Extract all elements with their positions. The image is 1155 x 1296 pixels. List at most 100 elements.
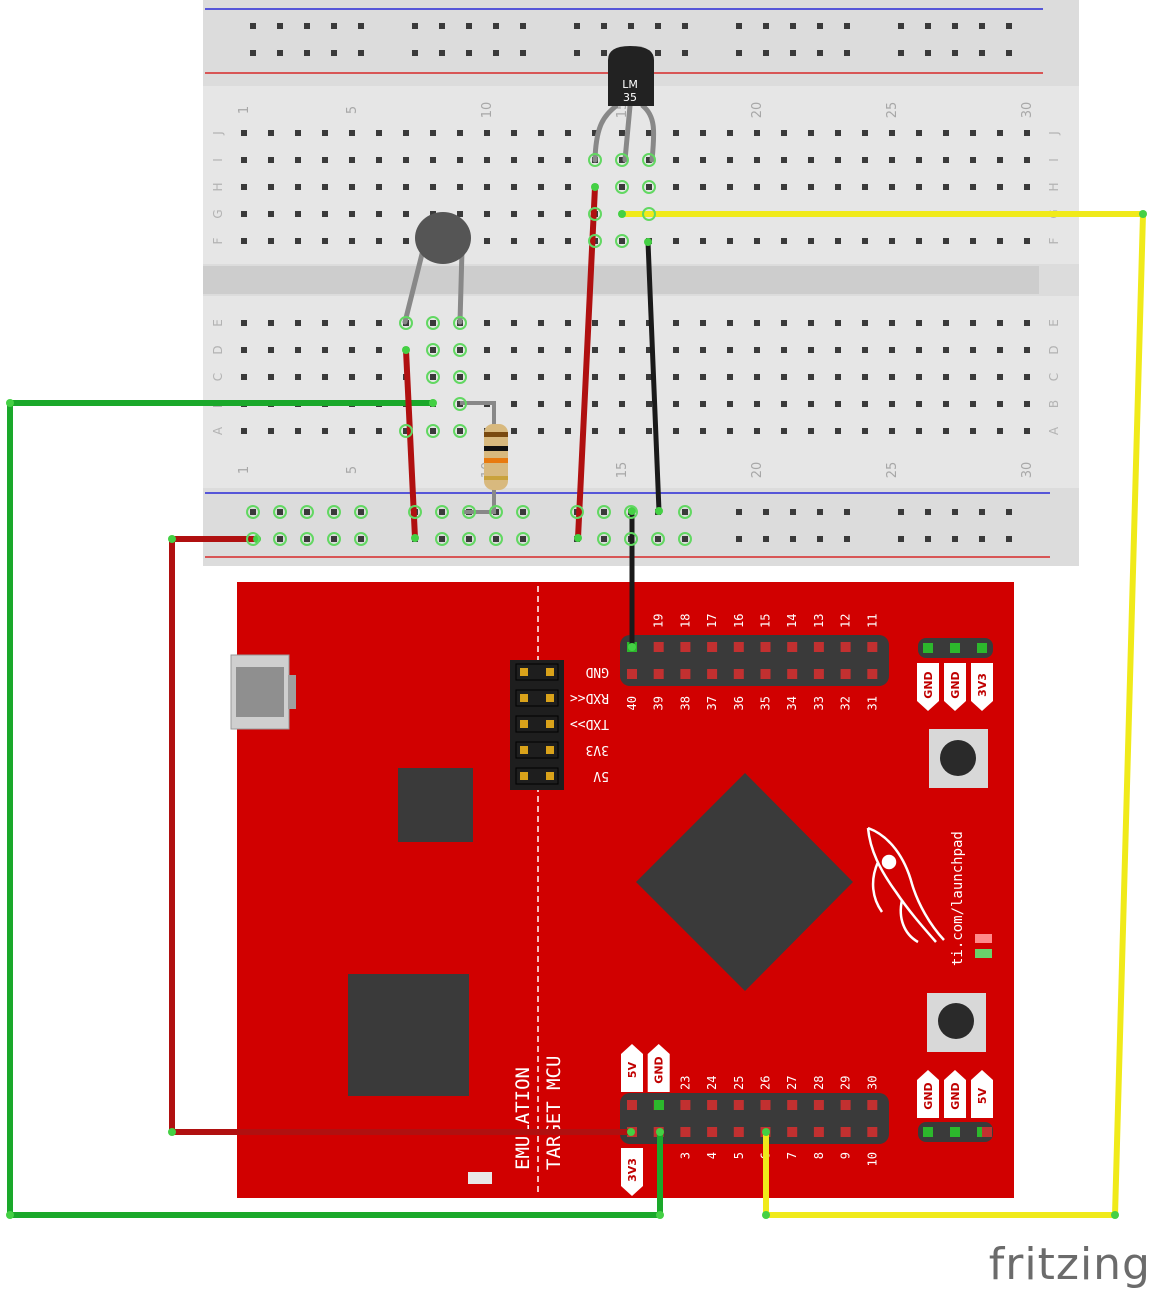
row-label: D — [1047, 345, 1061, 354]
power-flag-label: GND — [653, 1056, 666, 1083]
breadboard-hole — [619, 347, 625, 353]
rail-hole — [925, 509, 931, 515]
pin-label: 31 — [865, 696, 879, 710]
breadboard-hole — [781, 347, 787, 353]
breadboard-hole — [646, 401, 652, 407]
breadboard-hole — [322, 347, 328, 353]
active-hole-highlight — [651, 532, 665, 546]
reset-button-top[interactable] — [929, 729, 988, 788]
rail-hole — [250, 509, 256, 515]
breadboard-hole — [835, 157, 841, 163]
pin-label: 34 — [785, 696, 799, 710]
column-label: 1 — [237, 466, 252, 474]
breadboard-hole — [754, 238, 760, 244]
breadboard-hole — [349, 428, 355, 434]
breadboard-hole — [808, 320, 814, 326]
active-hole-highlight — [426, 343, 440, 357]
active-hole-highlight — [426, 370, 440, 384]
breadboard-hole — [970, 130, 976, 136]
rail-hole — [466, 23, 472, 29]
breadboard-hole — [565, 130, 571, 136]
breadboard-hole — [241, 130, 247, 136]
breadboard-hole — [511, 347, 517, 353]
breadboard-hole — [916, 428, 922, 434]
sensor-label-line2: 35 — [623, 91, 637, 104]
breadboard-hole — [835, 320, 841, 326]
active-hole-highlight — [462, 505, 476, 519]
breadboard-hole — [538, 238, 544, 244]
rail-hole — [439, 536, 445, 542]
breadboard-hole — [673, 238, 679, 244]
breadboard-hole — [862, 157, 868, 163]
breadboard-hole — [916, 347, 922, 353]
rail-hole — [817, 536, 823, 542]
row-label: D — [211, 345, 225, 354]
rail-hole — [331, 50, 337, 56]
breadboard-hole — [997, 184, 1003, 190]
breadboard-hole — [781, 130, 787, 136]
rail-hole — [1006, 509, 1012, 515]
breadboard-hole — [781, 157, 787, 163]
header-pin — [813, 1100, 824, 1110]
breadboard-hole — [430, 130, 436, 136]
rail-hole — [331, 509, 337, 515]
breadboard-hole — [565, 401, 571, 407]
pin-label: 10 — [865, 1152, 879, 1166]
usb-connector — [230, 654, 296, 730]
rail-hole — [1006, 50, 1012, 56]
breadboard-hole — [376, 347, 382, 353]
breadboard-hole — [295, 428, 301, 434]
breadboard-hole — [430, 320, 436, 326]
breadboard-hole — [781, 401, 787, 407]
pin-label: 27 — [785, 1076, 799, 1090]
row-label: H — [211, 182, 225, 191]
active-hole-highlight — [453, 397, 467, 411]
breadboard-hole — [862, 374, 868, 380]
rail-hole — [628, 23, 634, 29]
breadboard-hole — [889, 347, 895, 353]
power-flag-label: GND — [922, 1082, 935, 1109]
rail-hole — [925, 536, 931, 542]
breadboard-hole — [241, 157, 247, 163]
breadboard-hole — [430, 347, 436, 353]
breadboard-hole — [673, 130, 679, 136]
header-pin — [627, 1100, 637, 1110]
target-mcu-chip — [636, 773, 853, 991]
rail-hole — [250, 23, 256, 29]
ceramic-thermistor — [402, 212, 471, 325]
rail-hole — [682, 50, 688, 56]
active-hole-highlight — [462, 532, 476, 546]
uart-label: TXD>> — [570, 716, 609, 731]
wire-endpoint — [762, 1128, 770, 1136]
breadboard-hole — [727, 428, 733, 434]
rail-hole — [736, 509, 742, 515]
breadboard-hole — [349, 320, 355, 326]
breadboard-hole — [889, 320, 895, 326]
active-hole-highlight — [489, 532, 503, 546]
breadboard-hole — [619, 374, 625, 380]
rail-hole — [979, 509, 985, 515]
rail-hole — [763, 50, 769, 56]
led-green — [975, 949, 992, 958]
breadboard-hole — [376, 428, 382, 434]
row-label: H — [1047, 182, 1061, 191]
breadboard-hole — [1024, 157, 1030, 163]
breadboard-hole — [295, 347, 301, 353]
header-pin — [733, 669, 744, 679]
pin-label: 17 — [705, 614, 719, 628]
breadboard-hole — [376, 238, 382, 244]
breadboard-hole — [943, 238, 949, 244]
active-hole-highlight — [615, 180, 629, 194]
breadboard-hole — [457, 374, 463, 380]
breadboard-hole — [862, 238, 868, 244]
wire-endpoint — [627, 1128, 635, 1136]
wire-endpoint — [618, 210, 626, 218]
breadboard-hole — [1024, 374, 1030, 380]
breadboard-hole — [646, 374, 652, 380]
breadboard-hole — [808, 184, 814, 190]
breadboard-hole — [727, 347, 733, 353]
header-pin — [733, 1100, 744, 1110]
breadboard-hole — [916, 184, 922, 190]
row-label: J — [211, 131, 225, 136]
reset-button-bottom[interactable] — [927, 993, 986, 1052]
